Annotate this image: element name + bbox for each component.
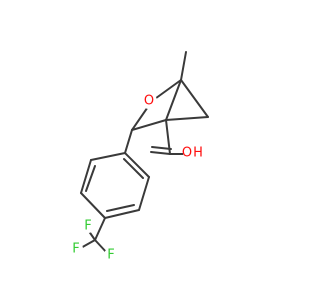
bond-ring-2 [80, 159, 92, 194]
bond-ring-6 [124, 152, 150, 178]
ring-oxygen-label: O [144, 94, 154, 109]
bond-ring-inner-1 [85, 165, 96, 192]
bond-ring-1 [90, 152, 126, 161]
bond-cbridge-to-quaternary [165, 116, 209, 121]
bond-c3-to-aryl [124, 129, 133, 154]
ring-oxygen-atom: O [141, 93, 157, 109]
bond-bridgehead-to-cbridge [180, 79, 209, 118]
hydroxyl-oxygen-label-2: O [182, 146, 192, 161]
bond-methyl [180, 51, 187, 81]
fluorine-right-label: F [107, 248, 114, 263]
bond-carbonyl-double-a [150, 151, 171, 155]
bond-ring-5 [138, 176, 150, 211]
bond-ring-3 [80, 192, 106, 219]
bond-carbonyl-double-b [151, 146, 172, 150]
bond-bridgehead-to-quaternary-back [165, 79, 182, 121]
fluorine-left-label: F [72, 242, 79, 257]
bond-ring-inner-3 [123, 158, 144, 179]
hydroxyl-group: O H [182, 144, 203, 162]
structure-drawing: O O H F F F [69, 51, 209, 263]
trifluoromethyl-group: F F F [69, 219, 118, 263]
bond-ring-inner-2 [106, 204, 135, 212]
hydroxyl-hydrogen-label: H [193, 146, 203, 161]
bond-bridgehead-to-oxygen [151, 79, 182, 102]
fluorine-top-label: F [84, 219, 91, 234]
bond-ring-4 [104, 209, 140, 219]
bond-aryl-to-cf3 [94, 217, 106, 241]
bond-c3-to-quaternary [131, 119, 167, 131]
